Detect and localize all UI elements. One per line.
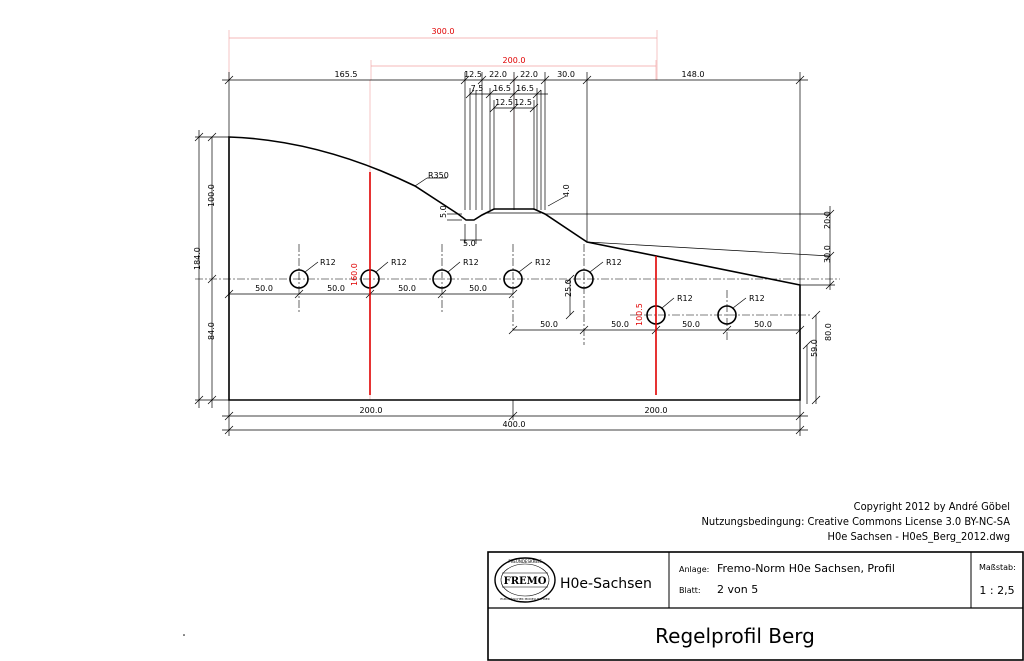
holes xyxy=(289,269,737,325)
spacing-6: 50.0 xyxy=(611,320,629,329)
dim-12-5-a: 12.5 xyxy=(495,98,513,107)
r350-leader xyxy=(414,177,447,187)
dim-160: 160.0 xyxy=(350,263,359,286)
logo-ring-top: FREUNDESKREIS xyxy=(508,559,542,564)
hole-label-7: R12 xyxy=(749,294,765,303)
top-dimensions xyxy=(222,37,808,400)
dim-bottom-total: 400.0 xyxy=(503,420,526,429)
dim-4: 4.0 xyxy=(562,184,571,197)
spacing-2: 50.0 xyxy=(327,284,345,293)
dim-300: 300.0 xyxy=(432,27,455,36)
spacing-7: 50.0 xyxy=(682,320,700,329)
hole-chain-dims xyxy=(224,274,805,335)
dim-59: 59.0 xyxy=(810,339,819,357)
red-height-lines xyxy=(369,172,657,395)
org-name: H0e-Sachsen xyxy=(560,576,652,592)
dim-30: 30.0 xyxy=(557,70,575,79)
spacing-4: 50.0 xyxy=(469,284,487,293)
drawing-title: Regelprofil Berg xyxy=(655,624,815,648)
spacing-5: 50.0 xyxy=(540,320,558,329)
dim-bottom-left: 200.0 xyxy=(360,406,383,415)
spacing-1: 50.0 xyxy=(255,284,273,293)
spacing-8: 50.0 xyxy=(754,320,772,329)
logo-text: FREMO xyxy=(504,576,547,587)
massstab-value: 1 : 2,5 xyxy=(979,584,1014,597)
stray-dot xyxy=(183,634,185,636)
title-block xyxy=(487,551,1024,661)
profile-outline xyxy=(228,136,801,401)
dim-80: 80.0 xyxy=(824,323,833,341)
dim-30-r: 30.0 xyxy=(823,245,832,263)
dim-22-a: 22.0 xyxy=(489,70,507,79)
hole-label-5: R12 xyxy=(606,258,622,267)
hole-label-1: R12 xyxy=(320,258,336,267)
fremo-logo: FREMO FREUNDESKREIS EUROPÄISCHER MODELLB… xyxy=(494,557,556,603)
dim-5-h: 5.0 xyxy=(463,239,476,248)
copyright-block: Copyright 2012 by André Göbel Nutzungsbe… xyxy=(702,500,1011,543)
blatt-value: 2 von 5 xyxy=(717,583,758,596)
dim-148: 148.0 xyxy=(682,70,705,79)
dim-16-5-b: 16.5 xyxy=(516,84,534,93)
bottom-dims xyxy=(222,400,808,436)
anlage-label: Anlage: xyxy=(679,565,709,574)
hole-label-4: R12 xyxy=(535,258,551,267)
dim-184: 184.0 xyxy=(193,247,202,270)
left-dims xyxy=(194,130,229,408)
copyright-line-2: Nutzungsbedingung: Creative Commons Lice… xyxy=(702,515,1011,528)
radius-label: R350 xyxy=(428,171,449,180)
dim-84: 84.0 xyxy=(207,322,216,340)
dim-200-top: 200.0 xyxy=(503,56,526,65)
dim-12-5: 12.5 xyxy=(464,70,482,79)
profile-inner xyxy=(486,212,831,257)
dim-12-5-b: 12.5 xyxy=(514,98,532,107)
dim-100-5: 100.5 xyxy=(635,303,644,326)
hole-leaders xyxy=(304,261,747,309)
dim-100: 100.0 xyxy=(207,184,216,207)
copyright-line-1: Copyright 2012 by André Göbel xyxy=(854,500,1010,513)
dim-20: 20.0 xyxy=(823,211,832,229)
hole-labels: R12 R12 R12 R12 R12 R12 R12 xyxy=(320,258,765,303)
blatt-label: Blatt: xyxy=(679,586,701,595)
spacing-3: 50.0 xyxy=(398,284,416,293)
copyright-line-3: H0e Sachsen - H0eS_Berg_2012.dwg xyxy=(828,530,1010,543)
massstab-label: Maßstab: xyxy=(979,563,1016,572)
groove-dims xyxy=(447,195,567,244)
top-dimension-labels: 300.0 200.0 165.5 12.5 22.0 22.0 30.0 14… xyxy=(335,27,705,107)
right-dims xyxy=(800,206,835,405)
hole-label-3: R12 xyxy=(463,258,479,267)
dim-165-5: 165.5 xyxy=(335,70,358,79)
hole-label-6: R12 xyxy=(677,294,693,303)
dim-bottom-right: 200.0 xyxy=(645,406,668,415)
dim-16-5-a: 16.5 xyxy=(493,84,511,93)
anlage-value: Fremo-Norm H0e Sachsen, Profil xyxy=(717,562,895,575)
dim-7-5: 7.5 xyxy=(471,84,484,93)
dim-5-v: 5.0 xyxy=(439,205,448,218)
hole-label-2: R12 xyxy=(391,258,407,267)
spacing-labels: 50.0 50.0 50.0 50.0 50.0 50.0 50.0 50.0 … xyxy=(255,279,772,329)
dim-25: 25.0 xyxy=(564,279,573,297)
logo-ring-bottom: EUROPÄISCHER MODELLBAHNER xyxy=(500,596,549,601)
hole-centerlines xyxy=(195,244,840,345)
dim-22-b: 22.0 xyxy=(520,70,538,79)
